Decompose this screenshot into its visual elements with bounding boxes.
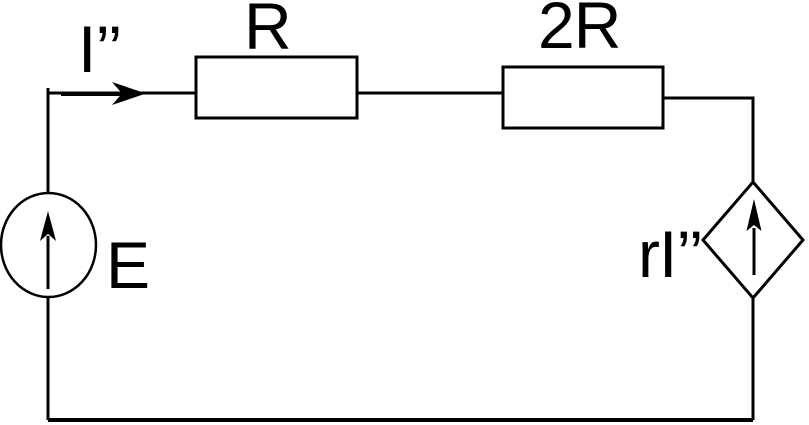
wire-top-left [46,88,196,193]
resistor-R-label: R [244,0,291,63]
resistor-2R-label: 2R [538,0,620,62]
resistor-2R-box [501,65,665,130]
up-arrow-icon [746,199,762,231]
dependent-source-label: rI’’ [638,217,702,291]
up-arrow-icon [40,211,56,241]
resistor-R-box [194,55,359,120]
branch-current-label: I’’ [78,12,121,86]
source-E-label: E [106,228,149,302]
wire-top-right [663,96,755,182]
dependent-source-diamond [701,179,805,301]
source-circle [0,191,98,299]
independent-source-E [0,191,98,299]
branch-current-arrow [61,82,146,105]
dependent-source-rI [701,179,805,301]
right-arrow-icon [112,82,146,105]
